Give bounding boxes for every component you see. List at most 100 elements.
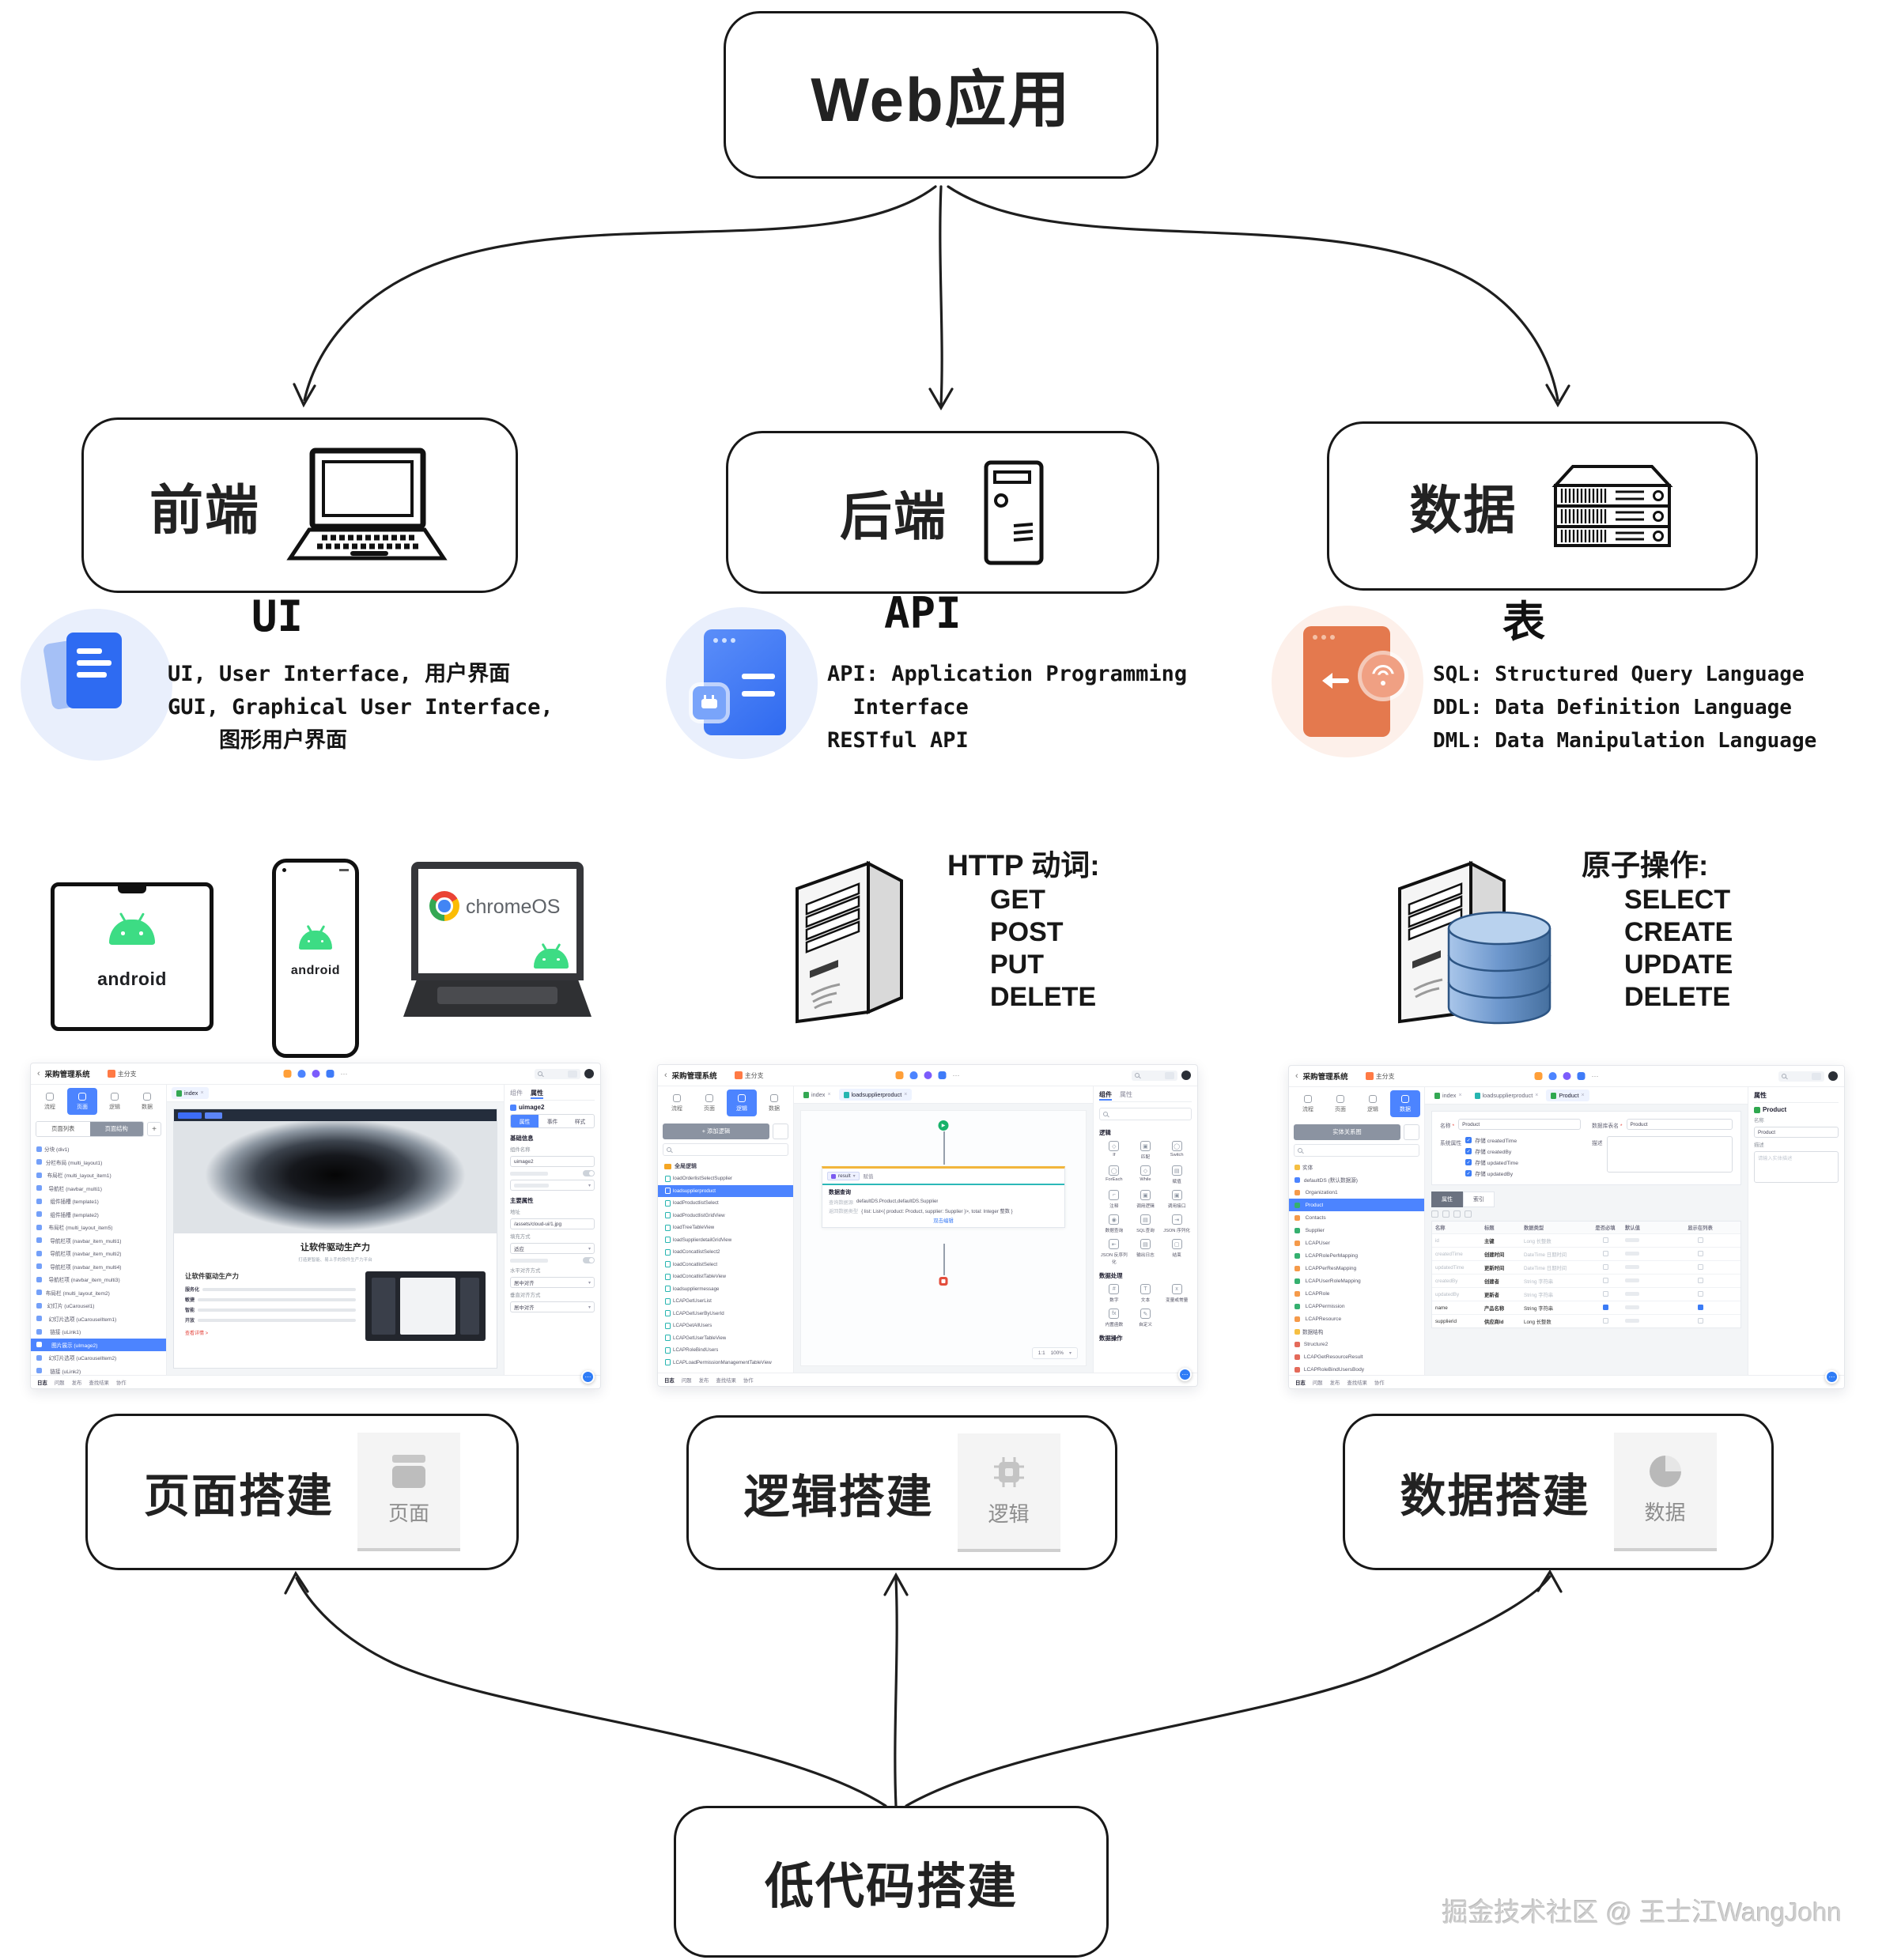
required-checkbox[interactable]	[1602, 1237, 1608, 1243]
component-tree-item[interactable]: 分栏布局 (multi_layout1)	[31, 1156, 166, 1169]
status-tab[interactable]: 问题	[54, 1380, 65, 1386]
end-node[interactable]	[939, 1277, 948, 1286]
field-row[interactable]: name 产品名称 String 字符串	[1432, 1301, 1740, 1314]
entity-tree-item[interactable]: LCAPRole	[1289, 1287, 1424, 1300]
palette-item[interactable]: #数字	[1099, 1284, 1129, 1303]
tab-index[interactable]: index	[1430, 1090, 1467, 1101]
sys-prop-checkbox[interactable]: 存储 createdTime	[1465, 1136, 1518, 1144]
result-variable-chip[interactable]: result	[827, 1172, 860, 1180]
entity-tree-item[interactable]: LCAPPerResMapping	[1289, 1262, 1424, 1275]
rail-tab[interactable]: 页面	[67, 1088, 97, 1115]
entity-tree-item[interactable]: Contacts	[1289, 1211, 1424, 1224]
move-up-icon[interactable]	[1453, 1210, 1461, 1218]
logic-list-item[interactable]: LCAPRoleBindUsers	[658, 1344, 793, 1357]
close-icon[interactable]	[1458, 1093, 1461, 1098]
logic-list-item[interactable]: LCAPGetUserList	[658, 1295, 793, 1308]
show-in-list-checkbox[interactable]	[1697, 1317, 1703, 1324]
query-node[interactable]: result 赋值 数据查询 查询数据源defaultDS.Product,de…	[822, 1166, 1065, 1228]
component-tree-item[interactable]: 导航栏项 (navbar_item_multi4)	[31, 1260, 166, 1274]
logic-list-item[interactable]: loadsupplierproduct	[658, 1184, 793, 1197]
status-tab[interactable]: 发布	[71, 1380, 82, 1386]
branch-switcher[interactable]: 主分支	[107, 1070, 137, 1078]
palette-item[interactable]: ▣匹配	[1131, 1141, 1161, 1160]
status-tab[interactable]: 查找结果	[1347, 1380, 1367, 1386]
rail-tab[interactable]: 页面	[1325, 1090, 1355, 1117]
status-tab[interactable]: 问题	[681, 1377, 692, 1384]
entity-tree-item[interactable]: LCAPUserRoleMapping	[1289, 1275, 1424, 1287]
rail-tab[interactable]: 流程	[1293, 1090, 1323, 1117]
sys-prop-checkbox[interactable]: 存储 updatedTime	[1465, 1158, 1518, 1166]
palette-search[interactable]	[1099, 1108, 1192, 1120]
package-icon[interactable]	[326, 1070, 334, 1078]
close-icon[interactable]	[904, 1092, 907, 1097]
rail-tab[interactable]: 流程	[662, 1090, 692, 1116]
show-in-list-checkbox[interactable]	[1697, 1290, 1703, 1297]
status-tab[interactable]: 日志	[664, 1377, 675, 1384]
add-field-icon[interactable]	[1431, 1210, 1438, 1218]
rail-tab[interactable]: 数据	[759, 1090, 789, 1116]
logic-list-item[interactable]: loadTreeTableView	[658, 1222, 793, 1234]
tab-logic[interactable]: loadsupplierproduct	[1470, 1090, 1544, 1101]
plugin-icon[interactable]	[924, 1071, 932, 1079]
status-tab[interactable]: 日志	[1295, 1380, 1306, 1386]
field-row[interactable]: updatedTime 更新时间 DateTime 日期时间	[1432, 1260, 1740, 1274]
show-in-list-checkbox[interactable]	[1697, 1277, 1703, 1283]
show-in-list-checkbox[interactable]	[1697, 1250, 1703, 1256]
add-logic-button[interactable]: + 添加逻辑	[663, 1124, 769, 1139]
status-tab[interactable]: 发布	[1329, 1380, 1340, 1386]
run-icon[interactable]	[895, 1071, 904, 1079]
palette-item[interactable]: ⌐注释	[1099, 1190, 1129, 1209]
component-name-input[interactable]	[510, 1156, 595, 1167]
more-icon[interactable]	[341, 1070, 348, 1078]
palette-item[interactable]: ⇥JSON 序列化	[1162, 1214, 1192, 1233]
palette-item[interactable]: ▤SQL查询	[1131, 1214, 1161, 1233]
entity-tree-item[interactable]: Product	[1289, 1199, 1424, 1211]
logic-list-item[interactable]: LCAPGetUserTableView	[658, 1332, 793, 1345]
logic-group[interactable]: 全局逻辑	[658, 1160, 793, 1173]
page-canvas[interactable]: 让软件驱动生产力 打造更智能、易上手的软件生产力平台 让软件驱动生产力 服务化 …	[173, 1108, 497, 1369]
move-down-icon[interactable]	[1465, 1210, 1472, 1218]
rail-tab[interactable]: 流程	[35, 1088, 65, 1115]
table-name-input[interactable]	[1626, 1119, 1733, 1130]
rail-tab[interactable]: 逻辑	[727, 1090, 757, 1116]
back-icon[interactable]	[37, 1069, 40, 1078]
component-tree-item[interactable]: 幻灯片选项 (uCarouselItem2)	[31, 1351, 166, 1365]
palette-item[interactable]: ▢结束	[1162, 1239, 1192, 1265]
entity-tab[interactable]: 索引	[1463, 1191, 1495, 1207]
field-row[interactable]: createdBy 创建者 String 字符串	[1432, 1274, 1740, 1287]
entity-tree-item[interactable]: Structure2	[1289, 1338, 1424, 1350]
palette-item[interactable]: ◯ForEach	[1099, 1165, 1129, 1184]
logic-list-item[interactable]: loadConcatlistSelect2	[658, 1246, 793, 1259]
global-search[interactable]	[1778, 1071, 1824, 1082]
show-in-list-checkbox[interactable]	[1697, 1304, 1703, 1310]
entity-desc-field[interactable]	[1606, 1136, 1733, 1173]
prop-seg-tab[interactable]: 样式	[574, 1120, 586, 1125]
global-search[interactable]	[535, 1068, 580, 1079]
component-tree-item[interactable]: 导航栏 (navbar_multi1)	[31, 1182, 166, 1195]
branch-switcher[interactable]: 主分支	[1365, 1072, 1395, 1081]
logic-list-item[interactable]: LCAPGetUserByUserId	[658, 1308, 793, 1320]
component-tree-item[interactable]: 图片展示 (uImage2)	[31, 1338, 166, 1351]
entity-tree-item[interactable]: 实体	[1289, 1161, 1424, 1173]
required-checkbox[interactable]	[1602, 1290, 1608, 1297]
panel-tab[interactable]: 属性	[531, 1090, 543, 1097]
tab-index[interactable]: index	[799, 1089, 836, 1101]
add-page-button[interactable]	[147, 1122, 161, 1136]
status-tab[interactable]: 协作	[115, 1380, 127, 1386]
rail-tab[interactable]: 逻辑	[100, 1088, 130, 1115]
assistant-bubble[interactable]	[1825, 1370, 1839, 1384]
more-icon[interactable]	[953, 1071, 960, 1080]
component-tree-item[interactable]: 布局栏 (multi_layout_item5)	[31, 1221, 166, 1234]
palette-item[interactable]: ✎自定义	[1131, 1309, 1161, 1327]
component-tree-item[interactable]: 布局栏 (multi_layout_item1)	[31, 1169, 166, 1182]
logic-list-item[interactable]: loadProductlistSelect	[658, 1197, 793, 1210]
cloud-icon[interactable]	[909, 1071, 918, 1079]
cloud-icon[interactable]	[1548, 1072, 1557, 1080]
start-node[interactable]	[938, 1120, 949, 1131]
component-tree-item[interactable]: 布局栏 (multi_layout_item2)	[31, 1286, 166, 1300]
v-align-select[interactable]: 居中对齐	[510, 1301, 595, 1312]
entity-tree-item[interactable]: Supplier	[1289, 1224, 1424, 1237]
logic-search[interactable]	[663, 1143, 788, 1156]
